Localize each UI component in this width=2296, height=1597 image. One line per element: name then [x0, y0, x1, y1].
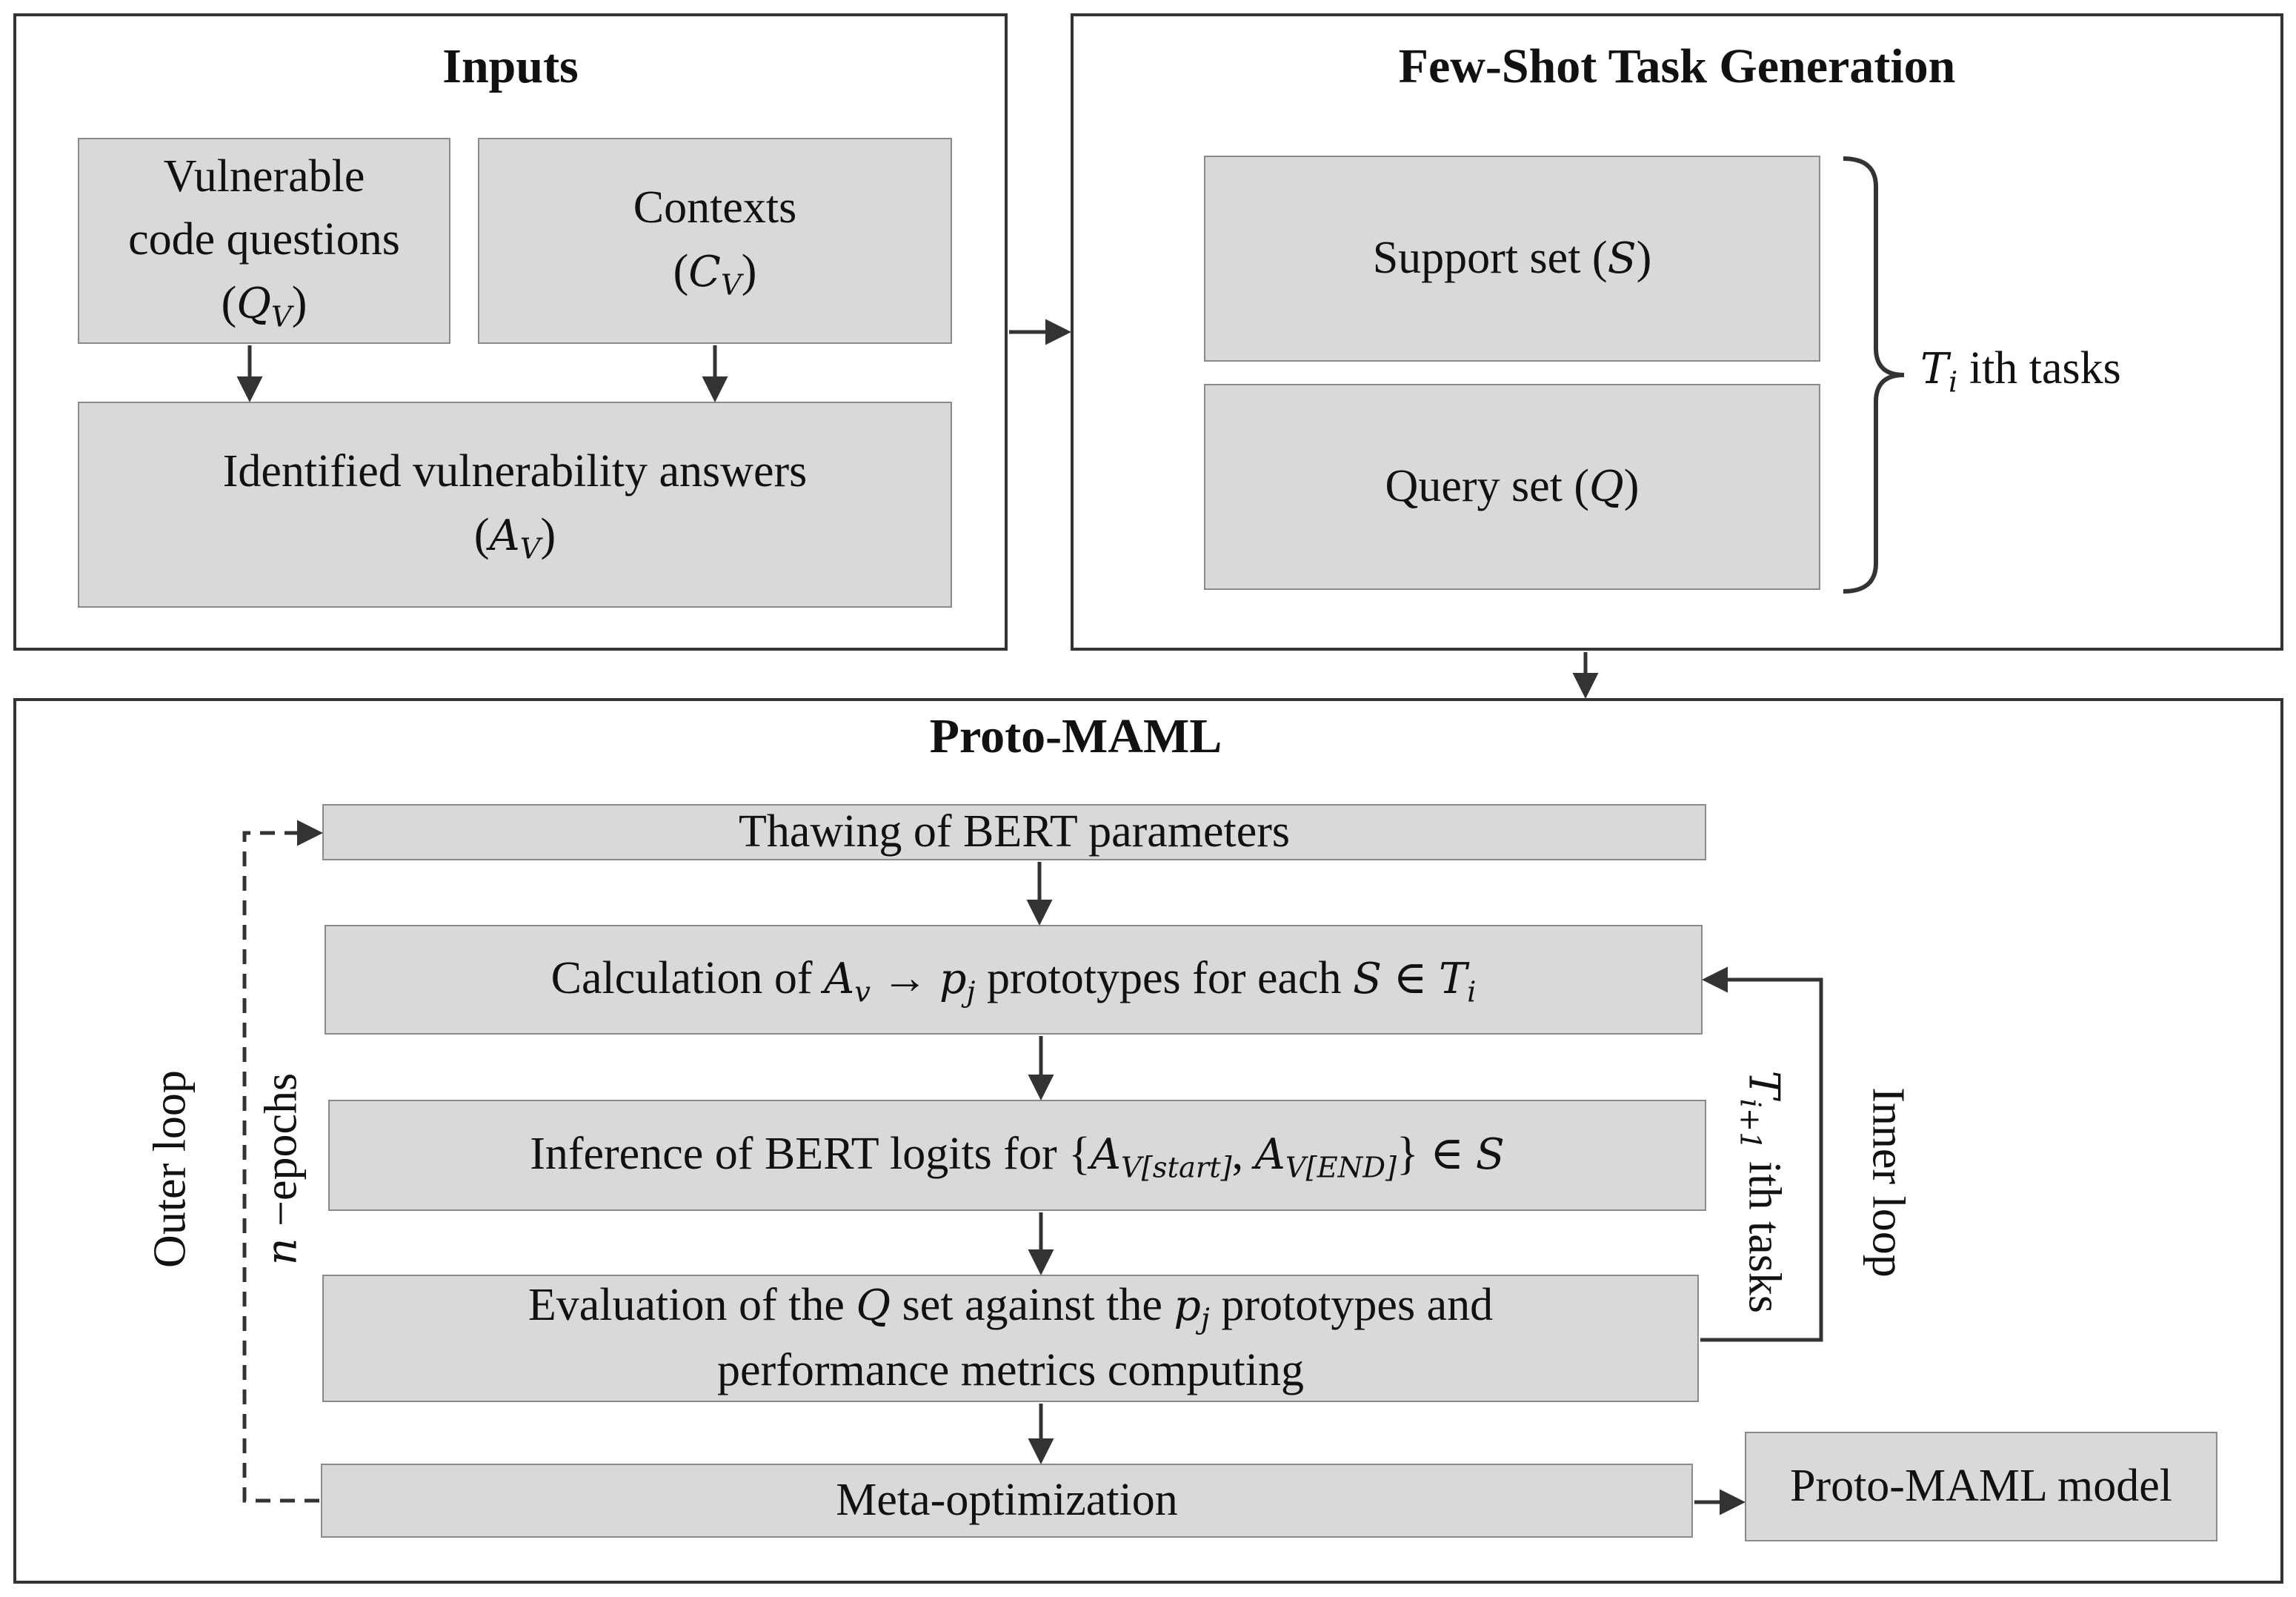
meta-optimization-box: Meta-optimization	[321, 1464, 1693, 1538]
support-set-label: Support set (S)	[1372, 233, 1652, 284]
questions-line1: Vulnerable	[163, 150, 365, 202]
inference-label: Inference of BERT logits for {AV[start],…	[530, 1129, 1505, 1185]
meta-optimization-label: Meta-optimization	[836, 1475, 1178, 1526]
thawing-label: Thawing of BERT parameters	[738, 806, 1291, 857]
proto-maml-title: Proto-MAML	[929, 709, 1222, 763]
task-generation-title: Few-Shot Task Generation	[1398, 39, 1956, 93]
answers-symbol: (AV)	[473, 509, 556, 566]
questions-symbol: (QV)	[221, 277, 307, 334]
inner-tasks-label: Ti+1 ith tasks	[1733, 1070, 1790, 1313]
proto-maml-model-box: Proto-MAML model	[1745, 1432, 2217, 1541]
ith-tasks-label: Ti ith tasks	[1920, 343, 2121, 399]
n-epochs-label: n −epochs	[256, 1072, 307, 1266]
query-set-box: Query set (Q)	[1204, 384, 1820, 590]
evaluation-box: Evaluation of the Q set against the pj p…	[322, 1275, 1699, 1402]
inputs-panel-title: Inputs	[442, 39, 579, 93]
outer-loop-label: Outer loop	[144, 1070, 196, 1268]
thawing-box: Thawing of BERT parameters	[322, 804, 1706, 860]
vulnerable-questions-box: Vulnerable code questions (QV)	[78, 138, 450, 344]
evaluation-line1: Evaluation of the Q set against the pj p…	[528, 1280, 1494, 1336]
evaluation-line2: performance metrics computing	[717, 1345, 1304, 1396]
questions-line2: code questions	[128, 214, 400, 265]
calculation-box: Calculation of Av → pj prototypes for ea…	[325, 925, 1703, 1035]
contexts-box: Contexts (CV)	[478, 138, 952, 344]
contexts-symbol: (CV)	[673, 245, 757, 302]
proto-maml-model-label: Proto-MAML model	[1789, 1461, 2173, 1512]
contexts-label: Contexts	[633, 182, 797, 233]
answers-label: Identified vulnerability answers	[222, 446, 808, 497]
answers-box: Identified vulnerability answers (AV)	[78, 402, 952, 608]
query-set-label: Query set (Q)	[1385, 461, 1640, 512]
calculation-label: Calculation of Av → pj prototypes for ea…	[550, 953, 1477, 1009]
inference-box: Inference of BERT logits for {AV[start],…	[328, 1100, 1706, 1211]
support-set-box: Support set (S)	[1204, 156, 1820, 362]
inner-loop-label: Inner loop	[1863, 1087, 1914, 1278]
